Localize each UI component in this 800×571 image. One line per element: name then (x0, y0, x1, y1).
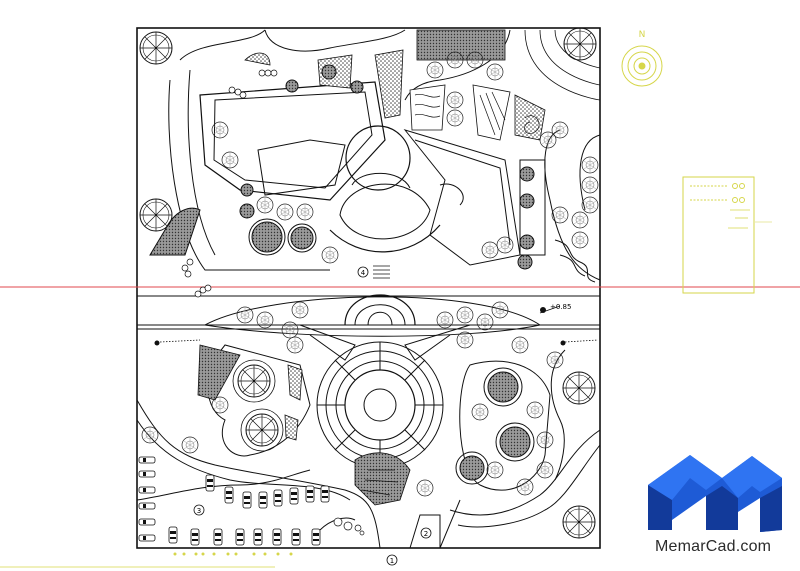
tree-icon (562, 505, 596, 539)
zone-marker (357, 266, 369, 278)
lower-planters (455, 367, 535, 485)
zone-number-2: 2 (424, 530, 428, 538)
zone-number-1: 1 (390, 557, 394, 565)
light-lines (159, 339, 599, 343)
scale-bar-dots (173, 552, 293, 556)
tree-icon (139, 198, 173, 232)
decorative-waves (414, 91, 540, 136)
pebble-clusters (181, 69, 278, 298)
upper-planters (239, 64, 535, 270)
tree-icon (563, 27, 597, 61)
brand-domain: .com (735, 538, 772, 555)
tree-icon (562, 371, 596, 405)
north-label: N (639, 30, 646, 40)
tree-icon (245, 413, 279, 447)
elevation-marker: +0.85 (539, 303, 571, 314)
lower-hatched-beds (197, 344, 411, 506)
zone-number-3: 3 (197, 507, 201, 515)
zone-number-4: 4 (361, 269, 366, 277)
memarcad-wordmark: MemarCad.com (655, 538, 771, 556)
svg-text:+0.85: +0.85 (550, 303, 571, 311)
memarcad-m-logo-icon (648, 455, 782, 532)
tree-icon (237, 364, 271, 398)
entrance-steps (373, 265, 390, 279)
tree-icon (139, 31, 173, 65)
legend-box (682, 176, 772, 294)
lower-pebbles (333, 517, 365, 536)
zone-markers-lower: 3 2 1 (193, 504, 432, 566)
north-arrow (621, 45, 663, 87)
upper-hatched-beds (244, 29, 546, 141)
brand-suffix: Cad (705, 538, 736, 555)
brand-prefix: Memar (655, 538, 706, 555)
